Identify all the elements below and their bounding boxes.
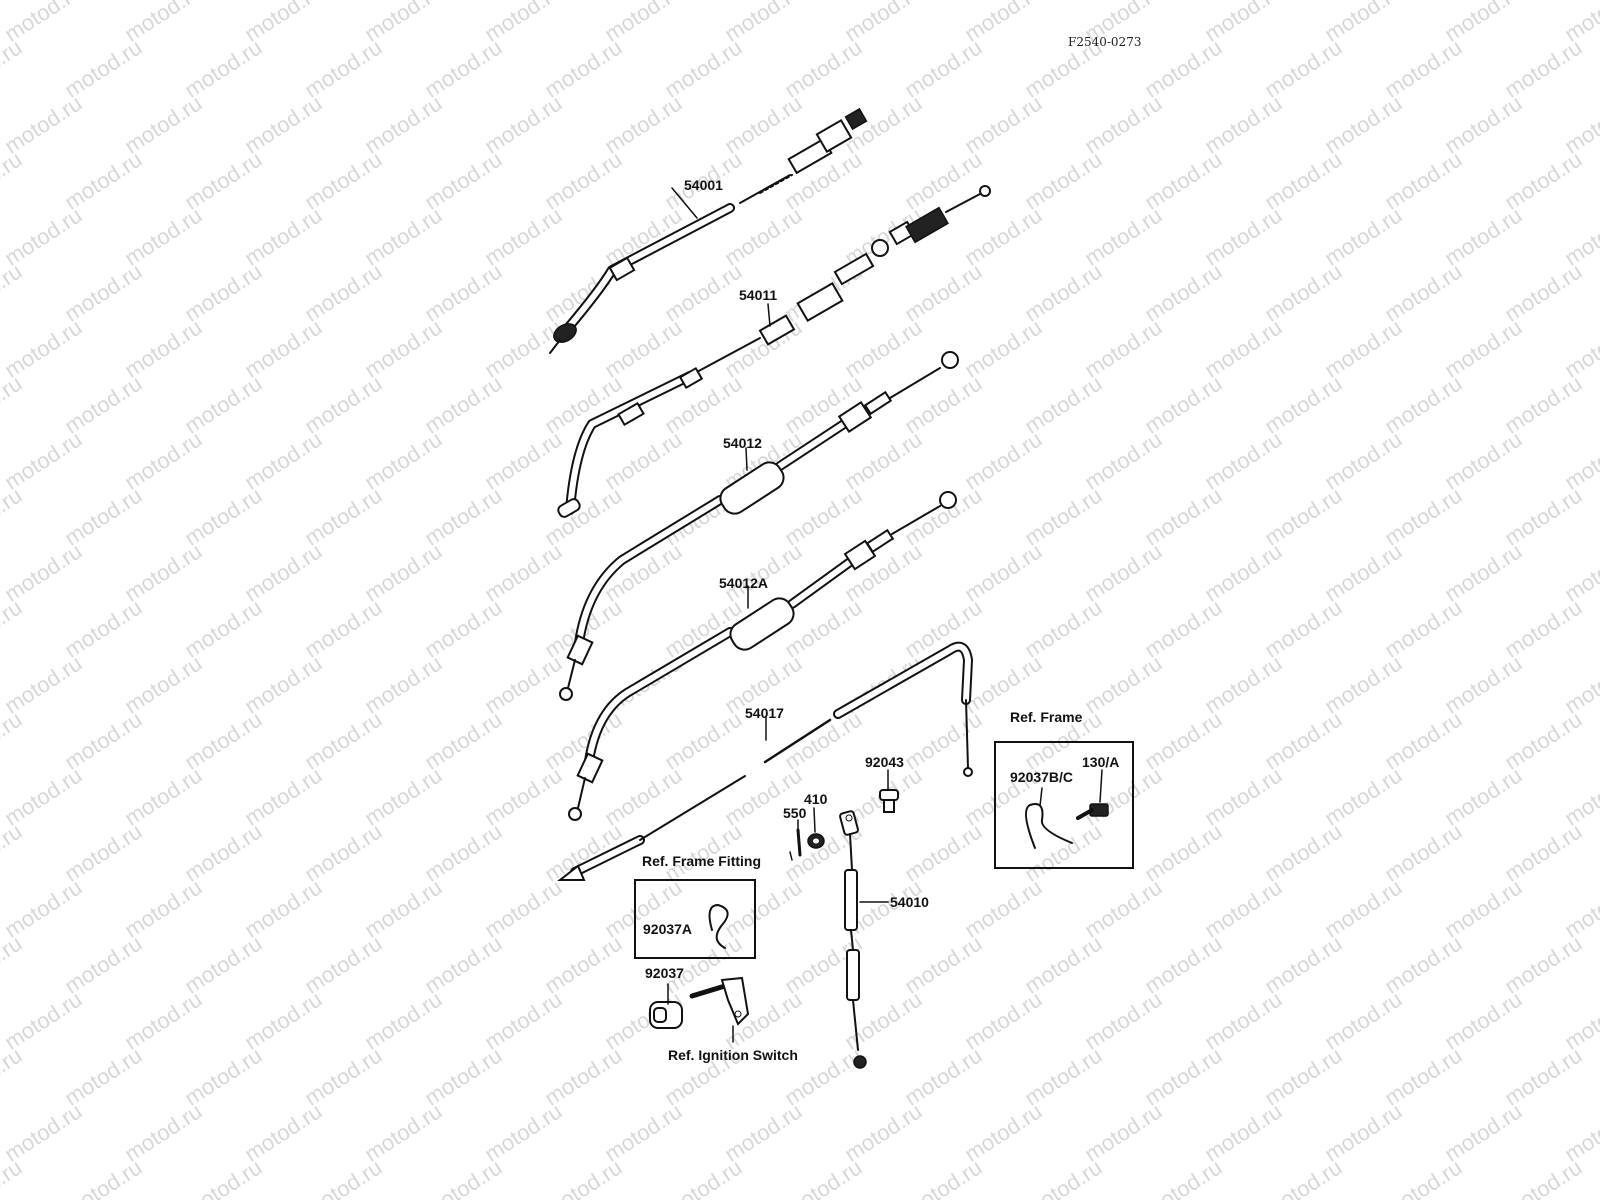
- tachometer-cable-54010: [839, 810, 867, 1069]
- label-54012a: 54012A: [719, 575, 768, 591]
- clamp-92037: [649, 1001, 683, 1029]
- speedometer-cable-54001: [549, 107, 868, 354]
- throttle-cable-54012: [559, 351, 959, 701]
- ref-frame-fitting-box: [634, 879, 756, 959]
- label-92043: 92043: [865, 754, 904, 770]
- washer-410: [807, 833, 825, 849]
- label-54001: 54001: [684, 177, 723, 193]
- label-410: 410: [804, 791, 828, 807]
- ignition-switch-bracket: [689, 976, 750, 1026]
- throttle-cable-54012a: [568, 491, 957, 821]
- label-130a: 130/A: [1082, 754, 1119, 770]
- pin-550: [796, 828, 802, 857]
- label-92037a: 92037A: [643, 921, 692, 937]
- drawing-code: F2540-0273: [1068, 35, 1141, 49]
- grommet-92043: [879, 789, 899, 813]
- label-54010: 54010: [890, 894, 929, 910]
- label-550: 550: [783, 805, 807, 821]
- ref-frame-fitting-label: Ref. Frame Fitting: [642, 853, 761, 869]
- clutch-cable-54011: [557, 185, 991, 518]
- label-54017: 54017: [745, 705, 784, 721]
- ref-frame-label: Ref. Frame: [1010, 709, 1083, 725]
- choke-cable-54017: [557, 641, 973, 881]
- label-54012: 54012: [723, 435, 762, 451]
- label-54011: 54011: [739, 287, 777, 303]
- ref-ignition-switch-label: Ref. Ignition Switch: [668, 1047, 798, 1063]
- label-92037: 92037: [645, 965, 684, 981]
- label-92037bc: 92037B/C: [1010, 769, 1073, 785]
- leader-lines: [667, 187, 1103, 1043]
